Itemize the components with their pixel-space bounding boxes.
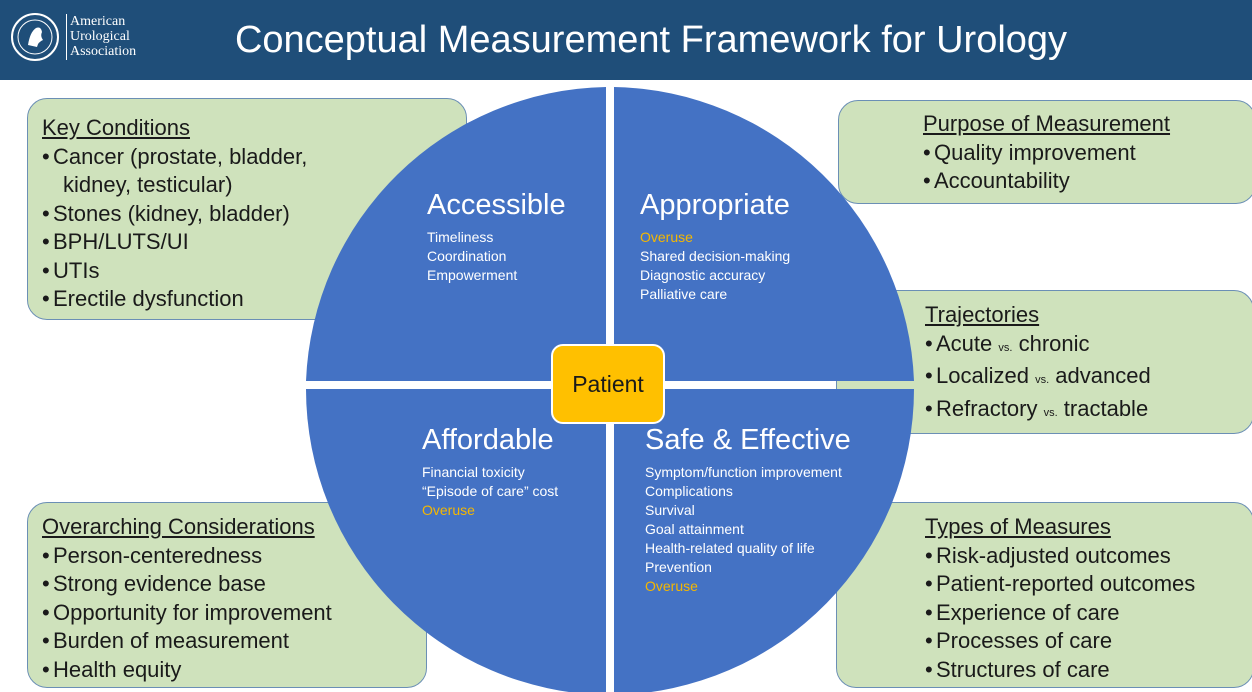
- purpose-heading: Purpose of Measurement: [923, 111, 1171, 136]
- header-bar: American Urological Association Conceptu…: [0, 0, 1252, 80]
- list-item: UTIs: [42, 257, 466, 286]
- patient-center-box: Patient: [551, 344, 665, 424]
- quadrant-appropriate: [614, 87, 914, 381]
- list-item: Burden of measurement: [42, 627, 426, 656]
- list-item: Acute vs. chronic: [925, 330, 1252, 363]
- seal-icon: [11, 13, 59, 61]
- quadrant-item: Financial toxicity: [422, 464, 525, 480]
- logo-line: American: [70, 14, 126, 29]
- list-item: Opportunity for improvement: [42, 599, 426, 628]
- quadrant-accessible: [306, 87, 606, 381]
- list-item: Quality improvement: [923, 139, 1252, 168]
- list-item: Stones (kidney, bladder): [42, 200, 466, 229]
- quadrant-item: Timeliness: [427, 229, 494, 245]
- list-item: Patient-reported outcomes: [925, 570, 1252, 599]
- quadrant-item: Coordination: [427, 248, 507, 264]
- quadrant-item: Health-related quality of life: [645, 540, 815, 556]
- list-item: Accountability: [923, 167, 1252, 196]
- quadrant-item: “Episode of care” cost: [422, 483, 559, 499]
- accessible-section: Accessible Timeliness Coordination Empow…: [427, 188, 566, 285]
- quadrant-item: Prevention: [645, 559, 712, 575]
- quadrant-affordable: [306, 389, 606, 692]
- quadrant-title: Appropriate: [640, 189, 790, 221]
- quadrant-item: Shared decision-making: [640, 248, 791, 264]
- list-item: Erectile dysfunction: [42, 285, 466, 314]
- list-item: Person-centeredness: [42, 542, 426, 571]
- safe-effective-section: Safe & Effective Symptom/function improv…: [645, 423, 851, 596]
- quadrant-item: Diagnostic accuracy: [640, 267, 766, 283]
- list-item: Localized vs. advanced: [925, 362, 1252, 395]
- list-item: Processes of care: [925, 627, 1252, 656]
- quadrant-item: Empowerment: [427, 267, 518, 283]
- key-conditions-heading: Key Conditions: [42, 115, 190, 140]
- logo-line: Association: [70, 44, 137, 59]
- quadrant-item: Overuse: [640, 229, 693, 245]
- list-item: Structures of care: [925, 656, 1252, 685]
- list-item: Strong evidence base: [42, 570, 426, 599]
- quadrant-title: Safe & Effective: [645, 424, 851, 456]
- page-title: Conceptual Measurement Framework for Uro…: [234, 19, 1068, 61]
- quadrant-item: Symptom/function improvement: [645, 464, 842, 480]
- appropriate-section: Appropriate Overuse Shared decision-maki…: [640, 188, 790, 304]
- quadrant-item: Overuse: [422, 502, 475, 518]
- logo-text: American Urological Association: [70, 14, 136, 59]
- list-item: Experience of care: [925, 599, 1252, 628]
- types-heading: Types of Measures: [925, 514, 1111, 539]
- types-of-measures-box: Types of Measures Risk-adjusted outcomes…: [836, 502, 1252, 688]
- quadrant-title: Affordable: [422, 424, 554, 456]
- quadrant-title: Accessible: [427, 189, 566, 221]
- list-item: Cancer (prostate, bladder,kidney, testic…: [42, 143, 466, 200]
- quadrant-safe-effective: [614, 389, 914, 692]
- affordable-section: Affordable Financial toxicity “Episode o…: [422, 423, 558, 520]
- aua-logo: American Urological Association: [10, 10, 150, 66]
- list-item: Risk-adjusted outcomes: [925, 542, 1252, 571]
- quadrant-item: Complications: [645, 483, 733, 499]
- purpose-of-measurement-box: Purpose of Measurement Quality improveme…: [838, 100, 1252, 204]
- trajectories-heading: Trajectories: [925, 302, 1040, 327]
- list-item: Refractory vs. tractable: [925, 395, 1252, 428]
- logo-divider: [66, 14, 67, 60]
- overarching-heading: Overarching Considerations: [42, 514, 315, 539]
- quadrant-item: Overuse: [645, 578, 698, 594]
- quadrant-item: Survival: [645, 502, 695, 518]
- list-item: Health equity: [42, 656, 426, 685]
- quadrant-item: Palliative care: [640, 286, 728, 302]
- quadrant-item: Goal attainment: [645, 521, 744, 537]
- logo-line: Urological: [70, 29, 130, 44]
- list-item: BPH/LUTS/UI: [42, 228, 466, 257]
